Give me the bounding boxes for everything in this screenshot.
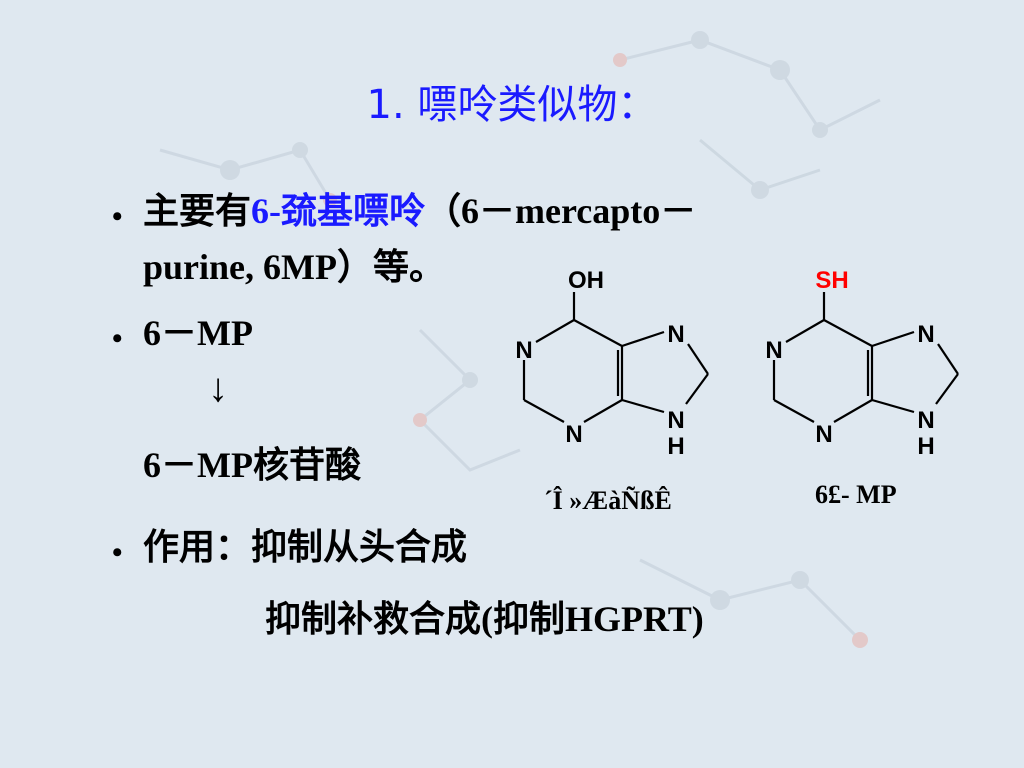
bullet-1-text-a: 主要有 — [143, 191, 252, 231]
left-n1: N — [515, 337, 532, 364]
left-n7: N — [667, 321, 684, 348]
bullet-dot: • — [112, 200, 123, 233]
bullet-dot: • — [112, 322, 123, 355]
right-h9: H — [917, 433, 934, 460]
bullet-3-line-2: 抑制补救合成(抑制HGPRT) — [265, 599, 704, 639]
right-molecule-caption: 6£- MP — [815, 480, 897, 509]
bullet-1-line-1: 主要有6-巯基嘌呤（6－mercapto－ — [143, 191, 697, 232]
left-h9: H — [667, 433, 684, 460]
left-n3: N — [565, 421, 582, 448]
right-n7: N — [917, 321, 934, 348]
right-n3: N — [815, 421, 832, 448]
left-n9: N — [667, 407, 684, 434]
left-top-group: OH — [568, 267, 604, 294]
bullet-3-line-1: 作用：抑制从头合成 — [143, 527, 468, 567]
down-arrow: ↓ — [208, 365, 228, 410]
bullet-2-line-2: 6－MP核苷酸 — [143, 445, 361, 485]
right-n9: N — [917, 407, 934, 434]
bullet-1-text-c: （6－mercapto－ — [425, 191, 697, 231]
slide-title: 1. 嘌呤类似物： — [366, 82, 658, 128]
left-molecule-caption: ´Î »ÆàÑßÊ — [544, 486, 672, 515]
right-n1: N — [765, 337, 782, 364]
bullet-1-line-2: purine, 6MP）等。 — [143, 247, 445, 287]
right-top-group: SH — [815, 267, 848, 294]
purine-structures: OH N N N N H SH N N N N H — [515, 267, 959, 460]
bullet-1-highlight: 6-巯基嘌呤 — [251, 191, 426, 231]
bullet-2-line-1: 6－MP — [143, 313, 253, 353]
bullet-dot: • — [112, 536, 123, 569]
